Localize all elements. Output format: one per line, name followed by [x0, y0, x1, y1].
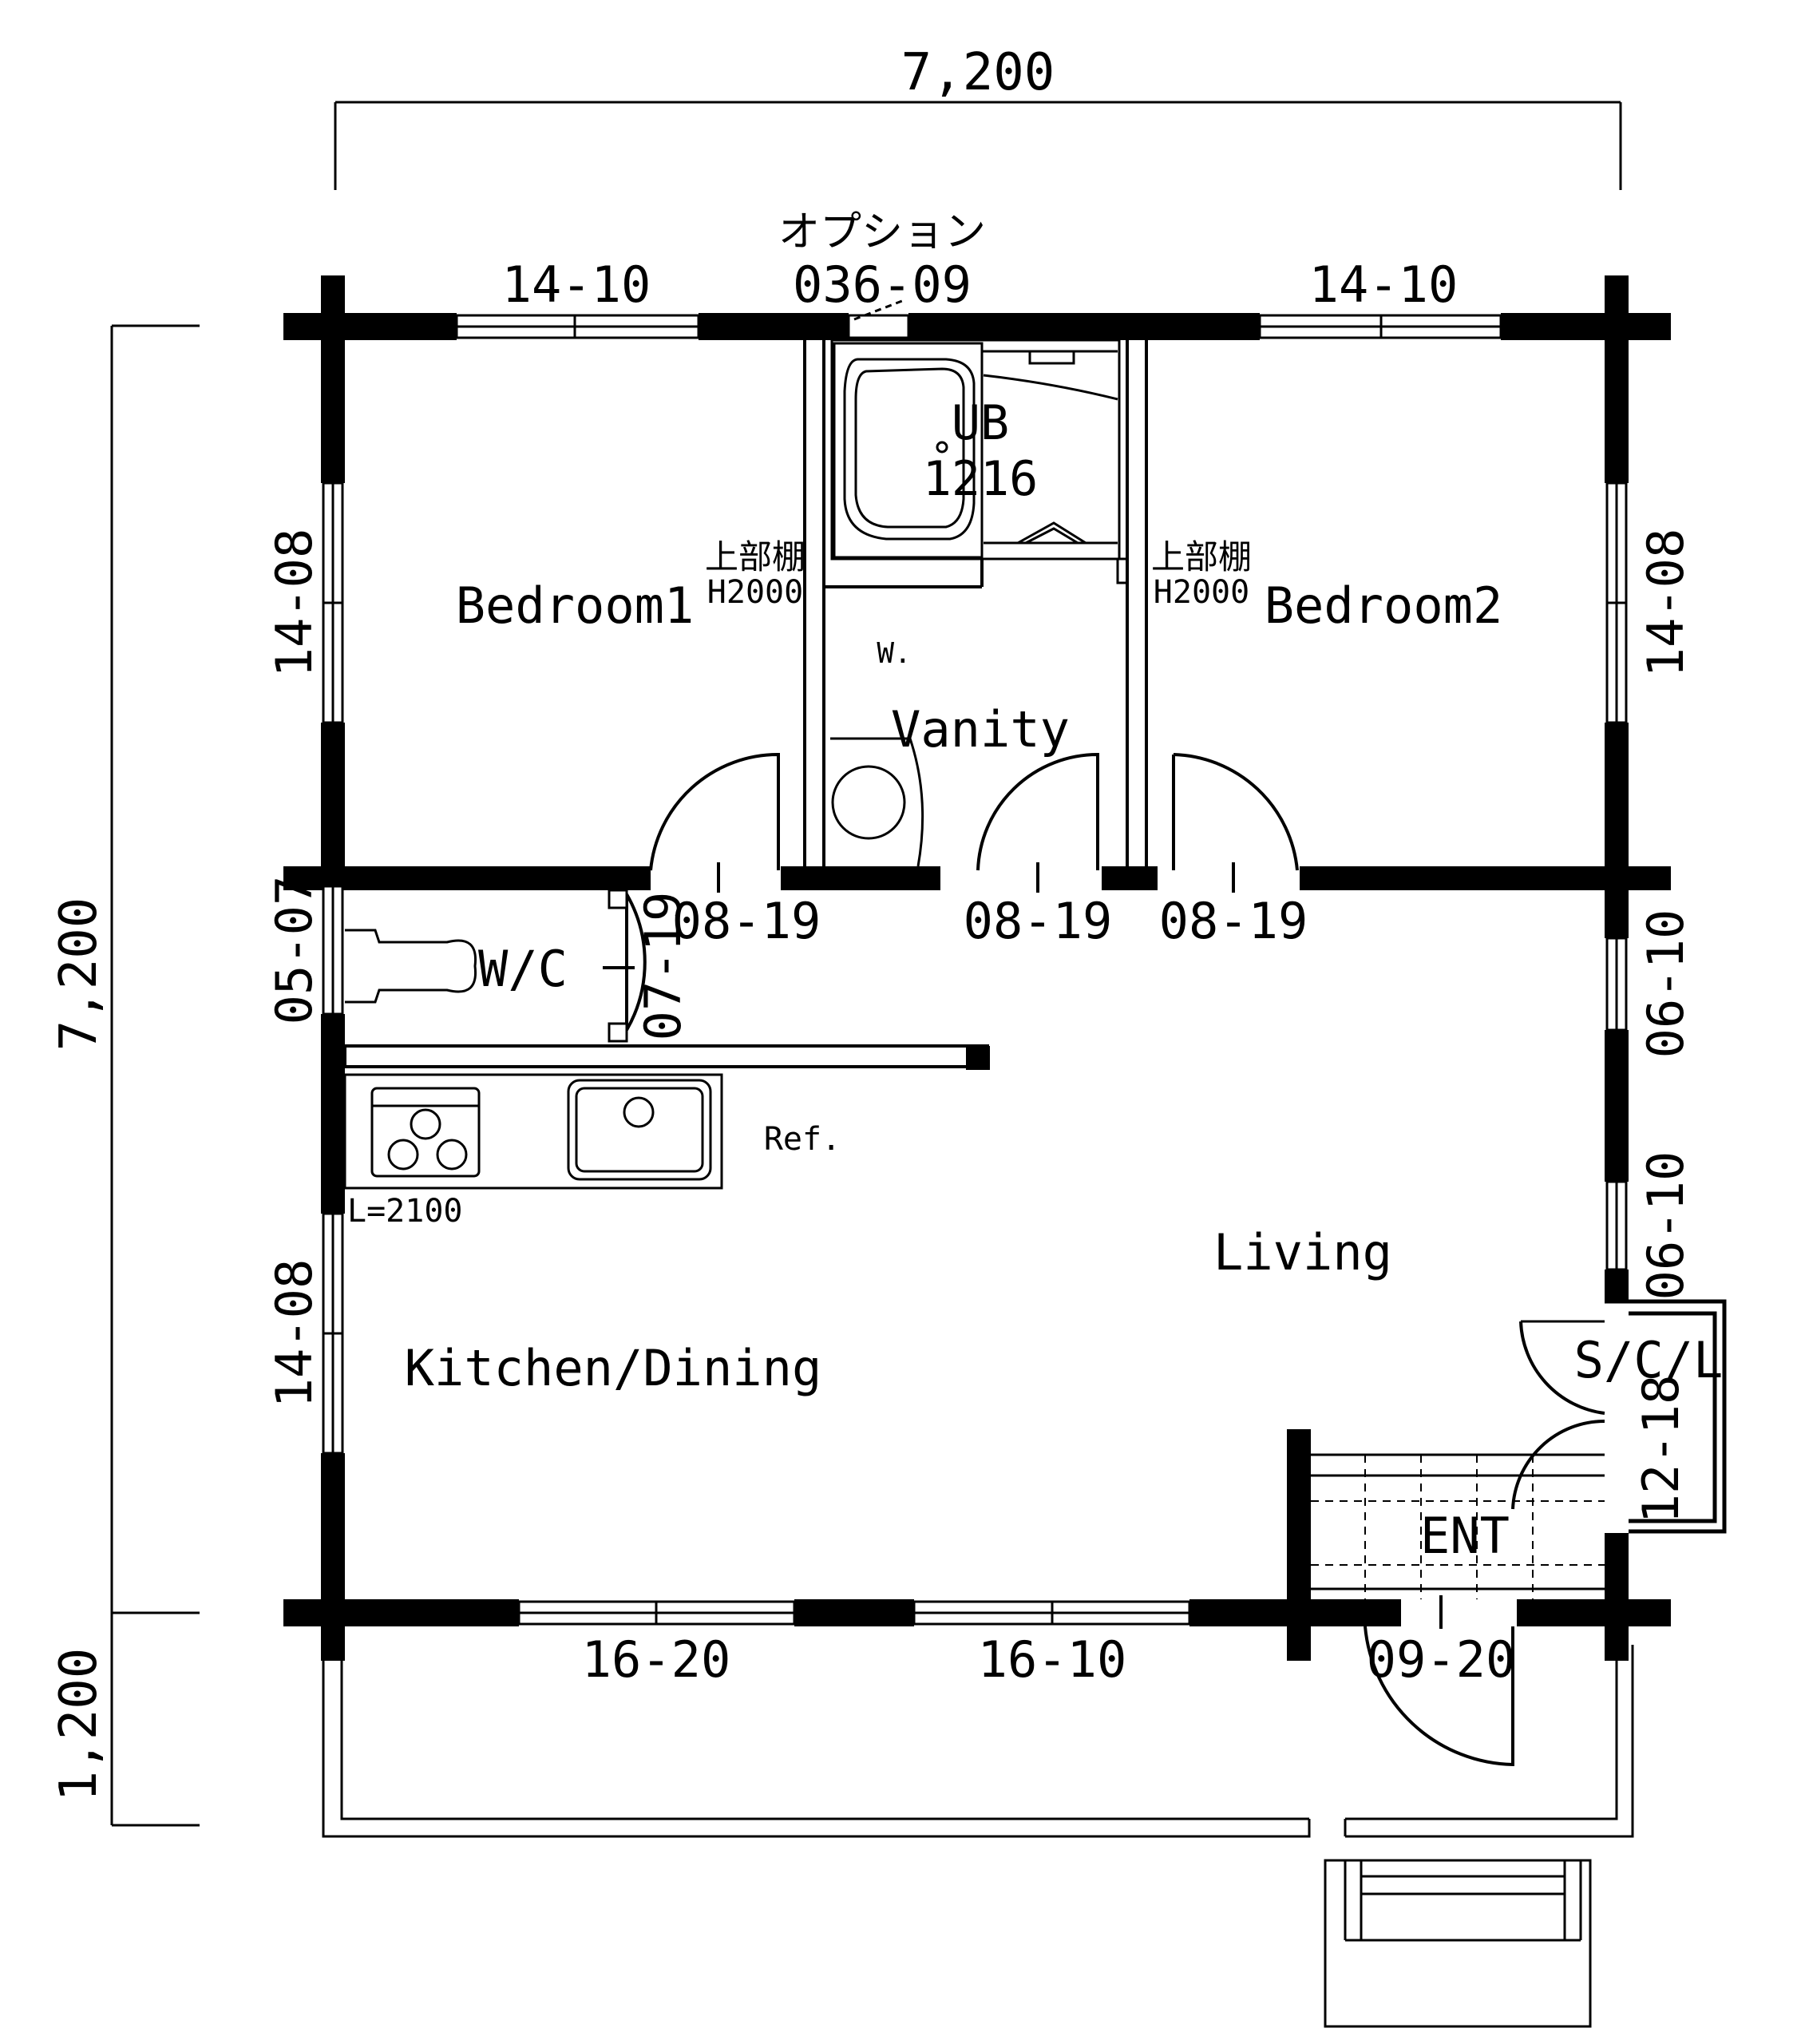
door-entry — [1511, 1419, 1605, 1510]
room-vanity: Vanity — [891, 700, 1070, 759]
counter-length: L=2100 — [347, 1193, 463, 1230]
dimension-lines — [110, 101, 1622, 1827]
door-bedroom1-label: 08-19 — [672, 892, 821, 950]
shelf-left-note: 上部棚 — [705, 537, 805, 576]
ent-tiles — [1311, 1455, 1605, 1599]
doors — [625, 752, 1605, 1767]
entry-steps — [1324, 1859, 1592, 2028]
shelf-right-note: 上部棚 — [1151, 537, 1252, 576]
window-left-wc: 05-07 — [265, 876, 323, 1025]
dimension-left: 7,200 — [49, 897, 109, 1052]
shelf-left-height: H2000 — [707, 574, 803, 611]
room-scl: S/C/L — [1574, 1331, 1724, 1389]
ent-lines — [1311, 1320, 1605, 1590]
washer-fixture — [830, 737, 924, 867]
room-kitchen: Kitchen/Dining — [405, 1339, 822, 1397]
window-left-upper: 14-08 — [265, 529, 323, 678]
ref-label: Ref. — [764, 1121, 841, 1158]
scl-closet — [1605, 1299, 1727, 1534]
toilet — [345, 929, 477, 1004]
door-wc — [625, 893, 647, 1031]
window-left-lower: 14-08 — [265, 1259, 323, 1408]
shelf-right-height: H2000 — [1154, 574, 1249, 611]
dimension-top: 7,200 — [901, 43, 1055, 102]
interior-walls — [803, 340, 1148, 866]
door-ticks — [603, 862, 1443, 1629]
unit-bath-size: 1216 — [923, 451, 1039, 507]
vent-marker — [853, 298, 907, 321]
washer-label: W. — [877, 637, 911, 670]
room-living: Living — [1213, 1223, 1392, 1281]
unit-bath — [830, 339, 1129, 584]
door-scl — [1519, 1321, 1605, 1415]
unit-bath-label: UB — [952, 395, 1009, 451]
exterior-walls — [283, 275, 1671, 1661]
door-bedroom1 — [649, 752, 780, 871]
deck-outline — [322, 1645, 1634, 1838]
wc-jambs — [608, 889, 628, 1043]
room-bedroom1: Bedroom1 — [456, 576, 695, 635]
window-top-right: 14-10 — [1309, 256, 1459, 314]
kitchen-counter — [343, 1073, 723, 1190]
dimension-left-bottom: 1,200 — [49, 1648, 109, 1802]
room-bedroom2: Bedroom2 — [1265, 576, 1503, 635]
window-right-mid2: 06-10 — [1637, 1151, 1695, 1301]
door-vanity-label: 08-19 — [964, 892, 1113, 950]
door-bedroom2-label: 08-19 — [1159, 892, 1308, 950]
door-front — [1364, 1626, 1514, 1767]
window-top-left: 14-10 — [502, 256, 651, 314]
window-bottom-left: 16-20 — [582, 1630, 731, 1689]
window-right-mid1: 06-10 — [1637, 909, 1695, 1059]
window-right-upper: 14-08 — [1637, 529, 1695, 678]
window-top-mid-note: オプション — [778, 208, 986, 256]
door-entry-label: 09-20 — [1367, 1630, 1516, 1689]
door-vanity — [976, 752, 1099, 871]
room-wc: W/C — [478, 940, 568, 998]
window-bottom-mid: 16-10 — [978, 1630, 1127, 1689]
windows — [322, 314, 1628, 1626]
window-top-mid: 036-09 — [793, 256, 972, 314]
door-bedroom2 — [1173, 753, 1299, 871]
door-wc-label: 07-19 — [634, 892, 692, 1041]
room-ent: ENT — [1420, 1507, 1510, 1565]
door-scl-label: 12-18 — [1632, 1375, 1690, 1524]
wc-partition — [343, 1044, 990, 1070]
